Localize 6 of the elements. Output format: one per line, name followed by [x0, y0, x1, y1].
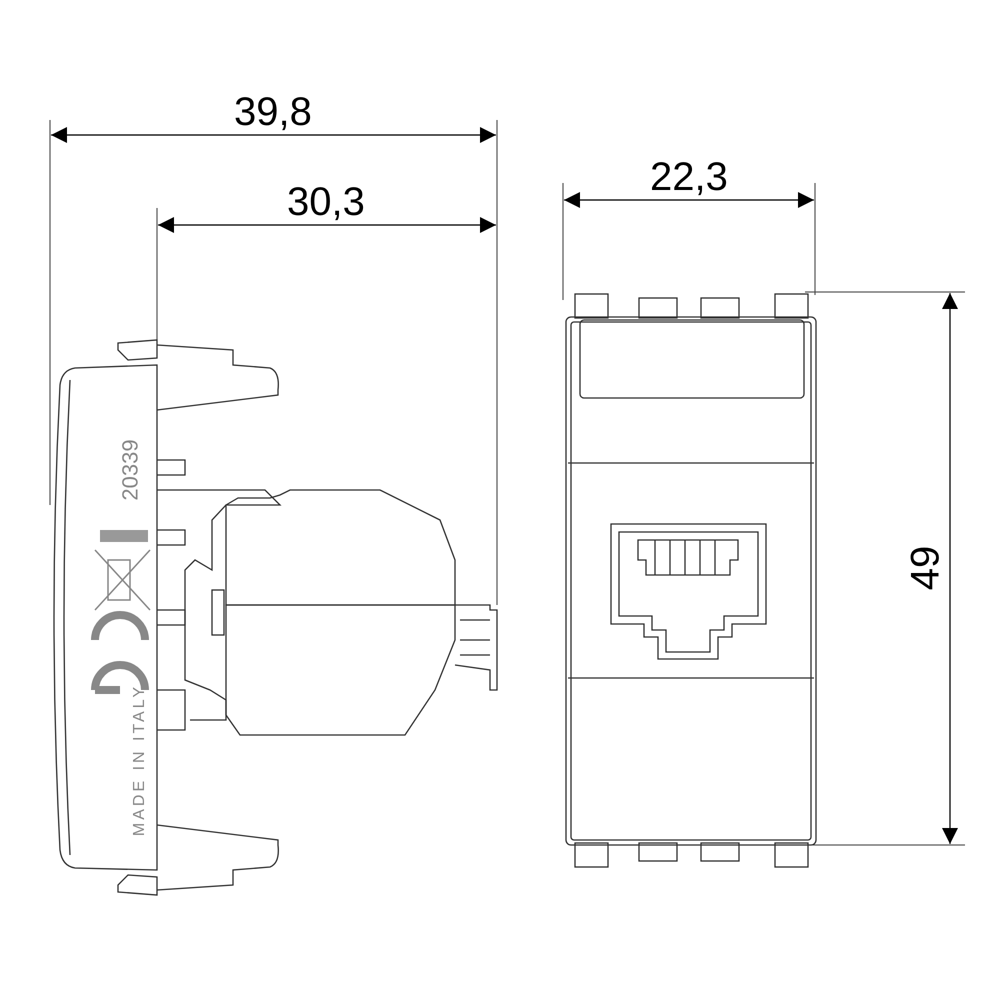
- article-number: 20339: [119, 439, 142, 501]
- dimension-value: 30,3: [287, 182, 365, 222]
- dimension-value: 49: [904, 546, 945, 590]
- dimension-value: 39,8: [234, 92, 312, 132]
- origin-marking: MADE IN ITALY: [132, 684, 148, 836]
- dimension-value: 22,3: [650, 157, 728, 197]
